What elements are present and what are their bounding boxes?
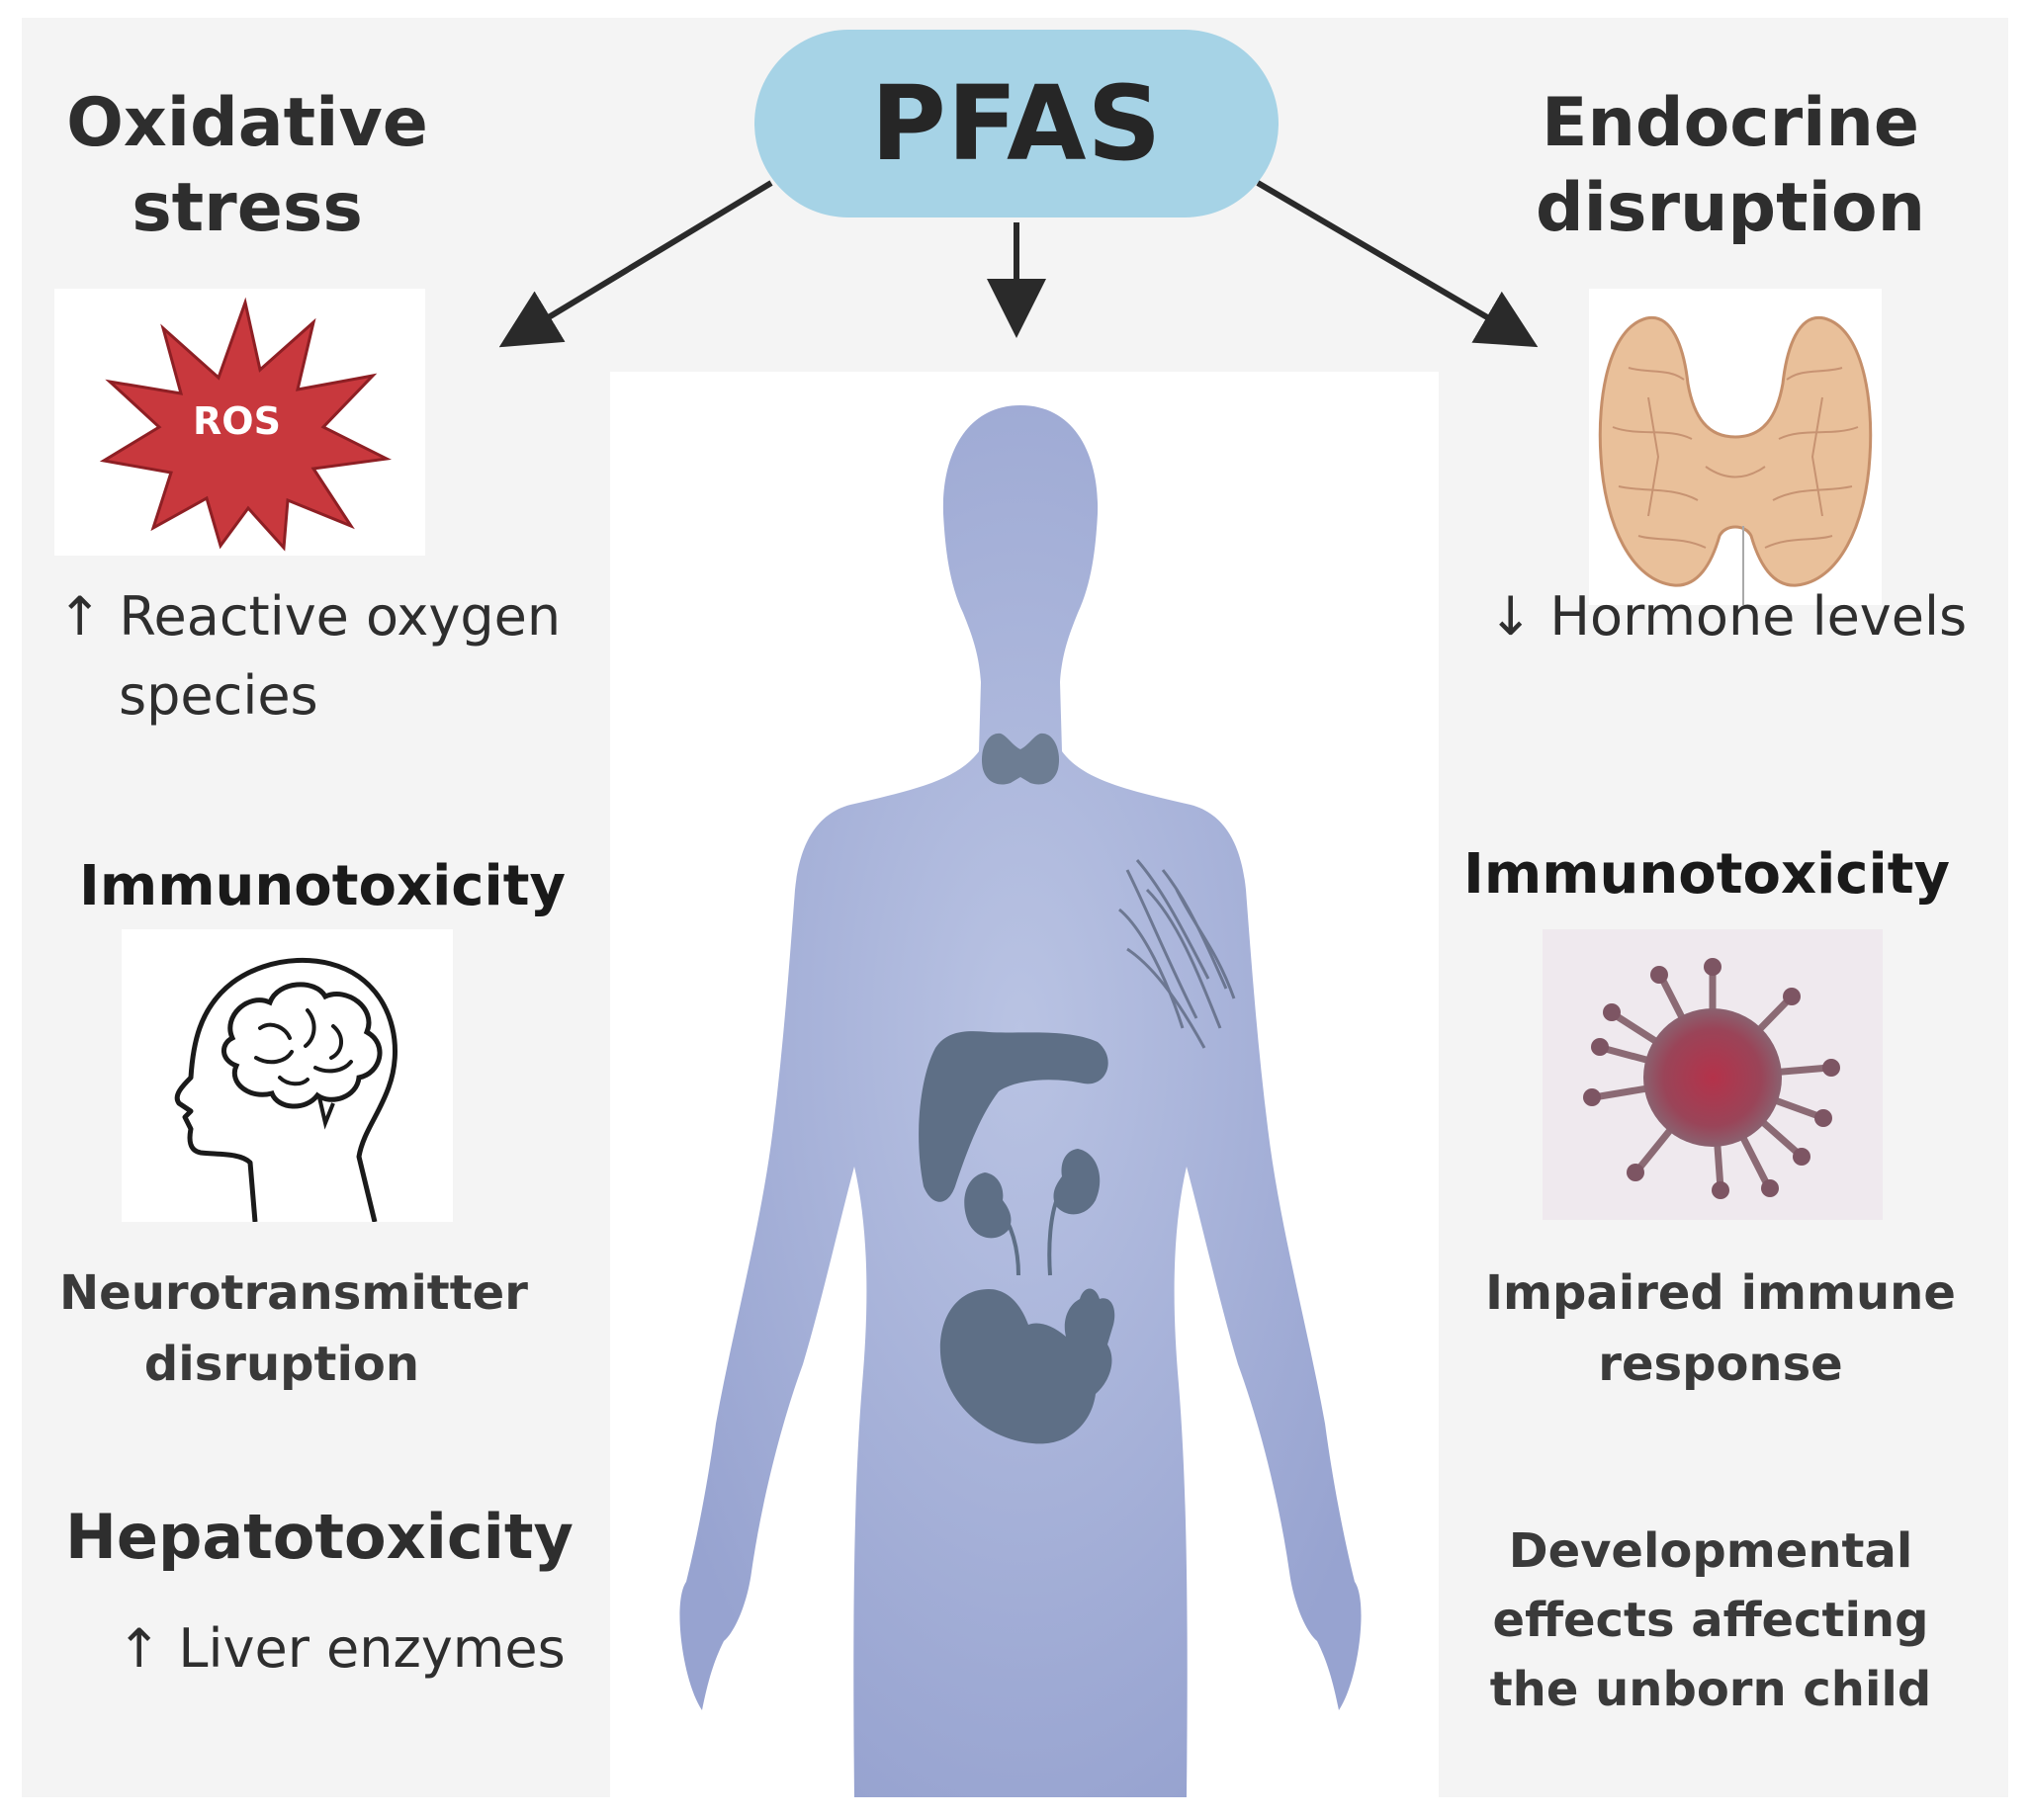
endocrine-desc: ↓ Hormone levels: [1488, 577, 1967, 656]
up-arrow-icon: ↑: [117, 1617, 162, 1680]
developmental-line2: effects affecting: [1492, 1593, 1929, 1648]
ros-badge-label: ROS: [193, 399, 281, 443]
right-immuno-title: Immunotoxicity: [1463, 842, 1950, 907]
down-arrow-icon: ↓: [1488, 585, 1534, 648]
arrow-right: [1256, 180, 1539, 348]
arrow-left: [498, 180, 773, 348]
kidney-icon: [1053, 1149, 1101, 1215]
brain-head-icon: [174, 957, 397, 1223]
thyroid-gland-icon: [1598, 315, 1873, 605]
left-immuno-desc-line1: Neurotransmitter: [59, 1265, 528, 1321]
oxidative-desc-line2: species: [119, 664, 318, 727]
hepato-desc: ↑ Liver enzymes: [117, 1609, 566, 1689]
developmental-desc: Developmental effects affecting the unbo…: [1463, 1517, 1958, 1724]
ros-burst-icon: [99, 297, 393, 552]
fetus-icon: [939, 1288, 1115, 1444]
brain-card: [122, 929, 453, 1223]
virus-card: [1543, 929, 1883, 1220]
oxidative-desc-line1: Reactive oxygen: [119, 585, 562, 648]
endocrine-desc-text: Hormone levels: [1549, 585, 1968, 648]
hepato-desc-text: Liver enzymes: [178, 1617, 566, 1680]
thyroid-small-icon: [981, 733, 1060, 785]
developmental-line1: Developmental: [1508, 1523, 1913, 1579]
hepato-title: Hepatotoxicity: [65, 1501, 574, 1573]
left-immuno-title: Immunotoxicity: [79, 854, 566, 918]
kidney-icon: [964, 1172, 1012, 1239]
right-immuno-desc-line2: response: [1598, 1337, 1843, 1392]
up-arrow-icon: ↑: [57, 585, 103, 648]
right-immuno-desc-line1: Impaired immune: [1485, 1265, 1956, 1321]
lymph-vessels-icon: [1118, 859, 1236, 1049]
oxidative-desc: ↑ Reactive oxygen: [57, 577, 561, 656]
oxidative-title: Oxidative stress: [59, 81, 435, 251]
endocrine-title-line1: Endocrine: [1542, 84, 1919, 162]
endocrine-title-line2: disruption: [1535, 169, 1926, 247]
developmental-line3: the unborn child: [1489, 1662, 1932, 1717]
pfas-label: PFAS: [870, 63, 1163, 184]
thyroid-card: [1589, 289, 1882, 605]
virus-cell-icon: [1583, 958, 1840, 1199]
ros-card: ROS: [54, 289, 425, 556]
pfas-pill: PFAS: [754, 30, 1279, 217]
right-immuno-desc: Impaired immune response: [1463, 1257, 1978, 1400]
oxidative-title-line2: stress: [132, 169, 363, 247]
endocrine-title: Endocrine disruption: [1513, 81, 1948, 251]
oxidative-title-line1: Oxidative: [66, 84, 428, 162]
liver-icon: [919, 1031, 1108, 1202]
left-immuno-desc: Neurotransmitter disruption: [59, 1257, 528, 1400]
left-immuno-desc-line2: disruption: [143, 1337, 420, 1392]
